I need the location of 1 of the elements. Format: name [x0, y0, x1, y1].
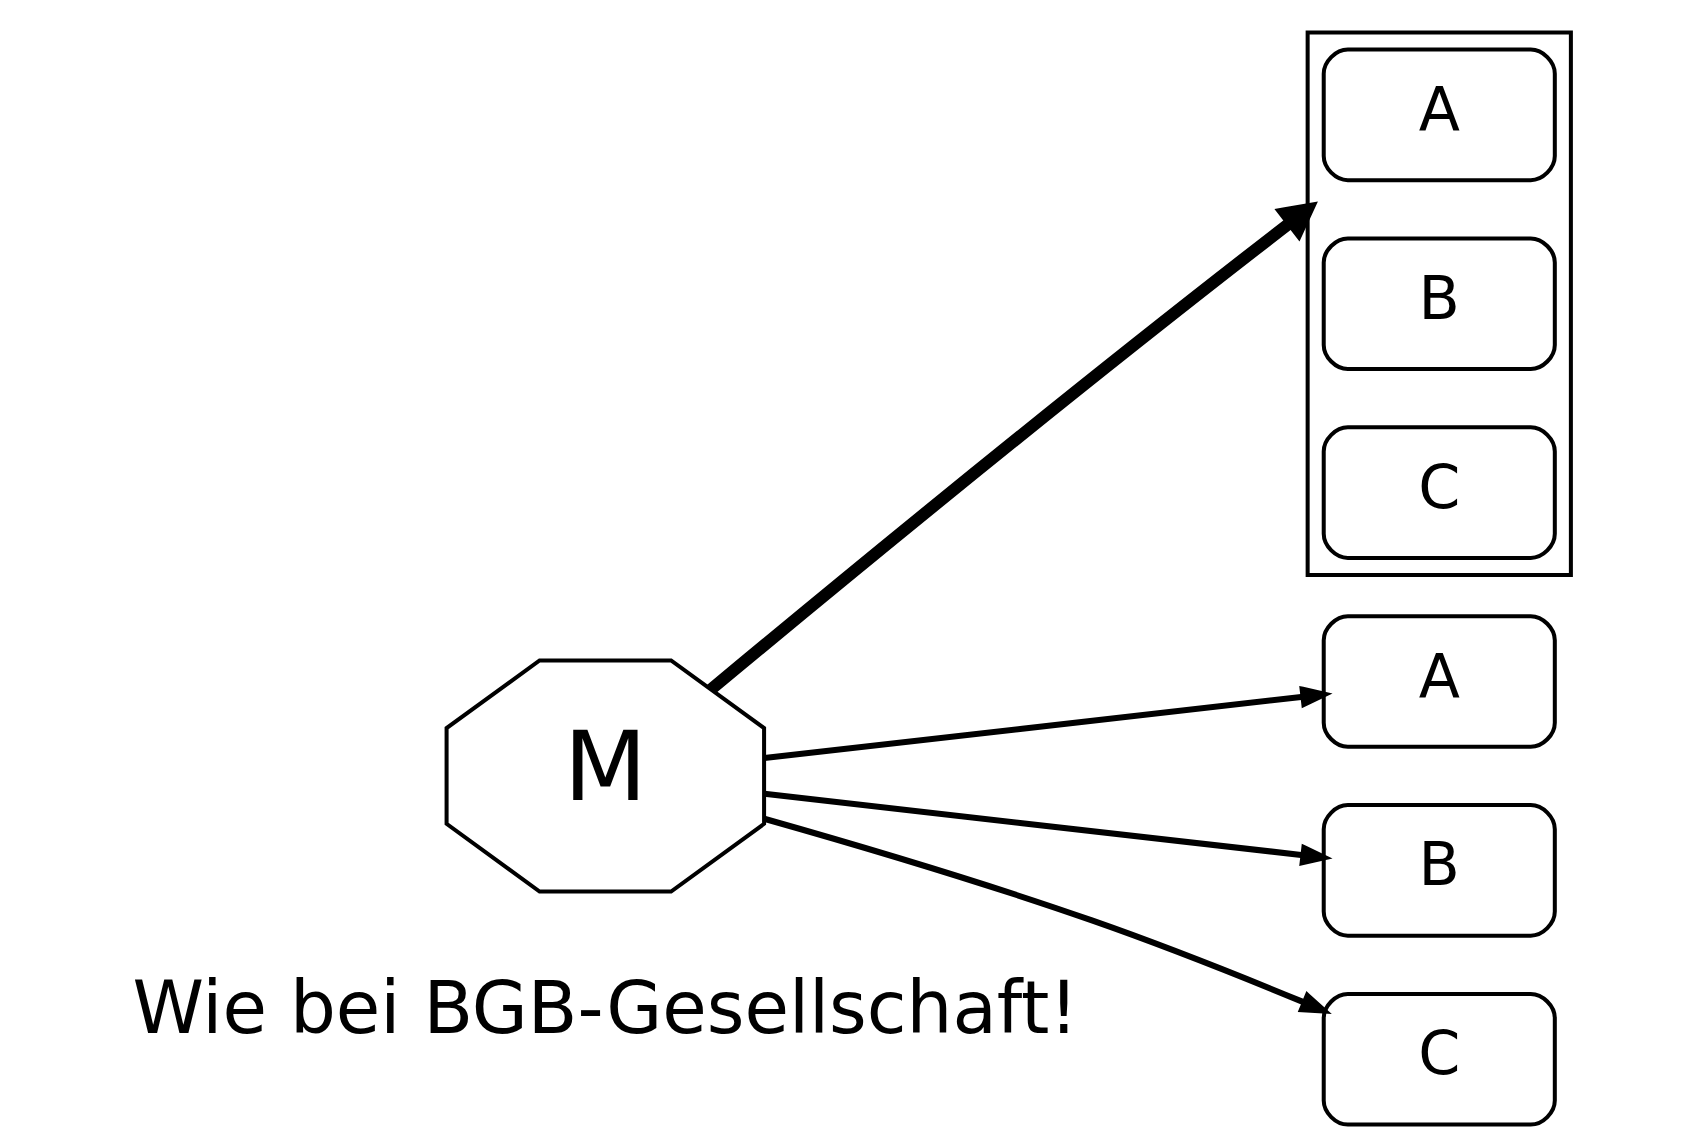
label: Wie bei BGB-Gesellschaft! [131, 965, 1078, 1050]
